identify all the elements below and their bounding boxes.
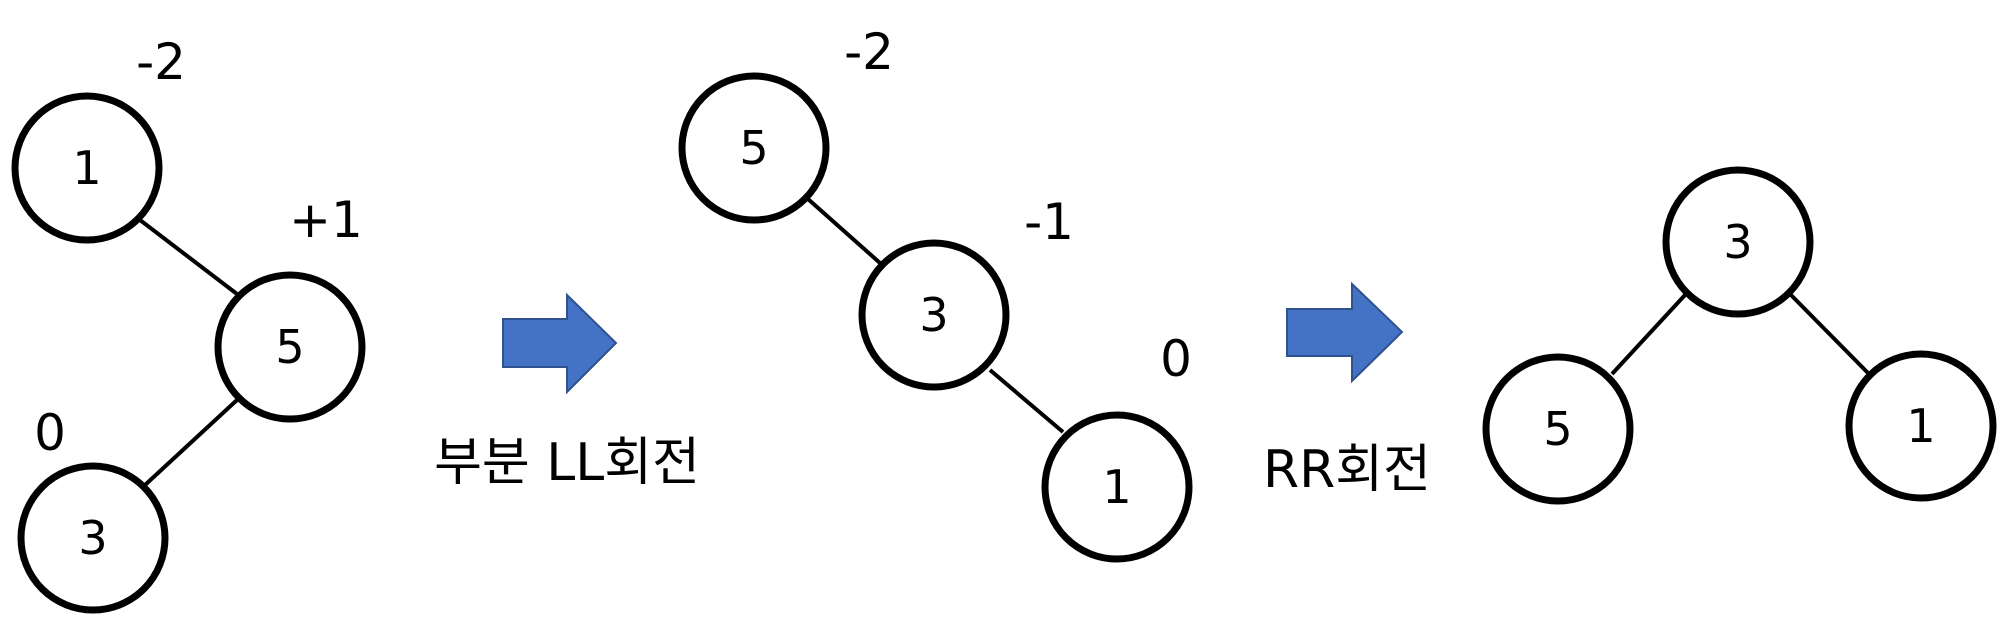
balance-factor: -2 — [844, 23, 894, 81]
node-value: 1 — [1102, 460, 1131, 514]
step-rr-rotation: RR회전 — [1263, 281, 1431, 500]
right-arrow-icon — [1286, 281, 1404, 384]
edge-3-to-1 — [1789, 293, 1870, 375]
edge-1-to-5 — [138, 218, 239, 296]
right-arrow-icon — [502, 292, 618, 395]
tree-node: 3 — [17, 462, 169, 614]
tree-node: 5 — [214, 271, 366, 423]
tree-node: 1 — [11, 92, 163, 244]
edge-5-to-3 — [143, 398, 239, 487]
node-circle — [1482, 353, 1634, 505]
tree-node: 3 — [1662, 166, 1814, 318]
node-circle — [1662, 166, 1814, 318]
node-circle — [858, 239, 1010, 391]
tree-node: 5 — [1482, 353, 1634, 505]
node-value: 3 — [1723, 215, 1752, 269]
step-label: RR회전 — [1263, 440, 1431, 500]
tree-node: 3 — [858, 239, 1010, 391]
tree-node: 1 — [1041, 411, 1193, 563]
node-value: 5 — [275, 320, 304, 374]
tree-node: 1 — [1845, 350, 1997, 502]
node-value: 3 — [919, 288, 948, 342]
node-circle — [1845, 350, 1997, 502]
balance-factor: 0 — [1160, 330, 1192, 388]
step-label: 부분 LL회전 — [434, 433, 700, 493]
edge-3-to-5 — [1610, 293, 1687, 376]
edge-3-to-1 — [988, 368, 1065, 434]
tree-initial: 1 -2 5 +1 3 0 — [11, 33, 366, 614]
node-value: 5 — [1543, 402, 1572, 456]
balance-factor: -1 — [1024, 193, 1074, 251]
balance-factor: 0 — [34, 404, 66, 462]
node-circle — [214, 271, 366, 423]
balance-factor: +1 — [289, 191, 363, 249]
tree-after-ll: 5 -2 3 -1 1 0 — [678, 23, 1193, 563]
node-circle — [17, 462, 169, 614]
node-value: 1 — [1906, 399, 1935, 453]
node-value: 3 — [78, 511, 107, 565]
balance-factor: -2 — [136, 33, 186, 91]
step-ll-rotation: 부분 LL회전 — [434, 292, 700, 493]
node-circle — [1041, 411, 1193, 563]
tree-after-rr: 3 5 1 — [1482, 166, 1997, 505]
node-circle — [11, 92, 163, 244]
edge-5-to-3 — [806, 197, 882, 265]
node-value: 1 — [72, 141, 101, 195]
node-circle — [678, 72, 830, 224]
tree-node: 5 — [678, 72, 830, 224]
node-value: 5 — [739, 121, 768, 175]
